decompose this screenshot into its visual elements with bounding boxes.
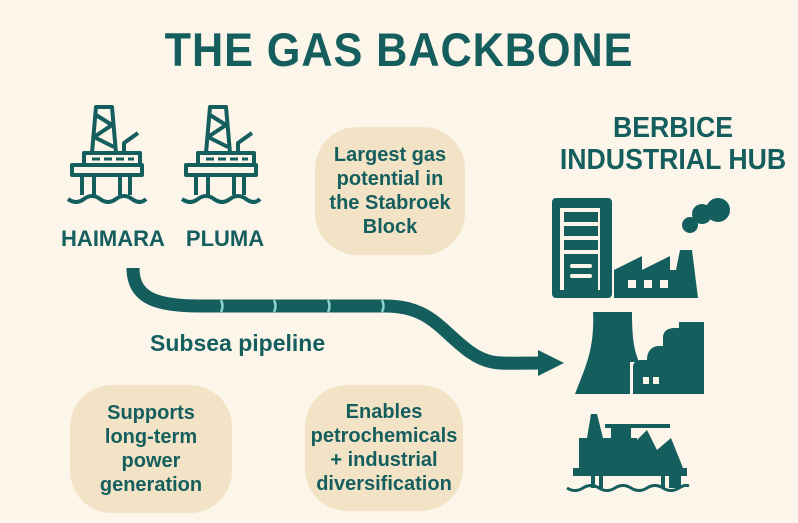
offshore-facility-icon [566, 414, 690, 492]
callout-petrochemicals: Enables petrochemicals + industrial dive… [305, 385, 463, 511]
hub-title: BERBICE INDUSTRIAL HUB [558, 112, 788, 176]
offshore-platform-icon [66, 105, 148, 204]
field-label-pluma: PLUMA [185, 226, 265, 251]
callout-line: Block [362, 216, 418, 238]
pipeline-label: Subsea pipeline [150, 330, 326, 356]
callout-line: + industrial [330, 449, 438, 471]
callout-line: the Stabroek [329, 192, 451, 214]
callout-power-generation: Supports long-term power generation [70, 385, 232, 513]
hub-title-line2: INDUSTRIAL HUB [559, 144, 787, 176]
power-plant-icon [575, 312, 704, 394]
page-title: THE GAS BACKBONE [164, 23, 634, 76]
callout-line: Supports [107, 402, 195, 424]
callout-line: Enables [345, 401, 423, 423]
field-label-haimara: HAIMARA [61, 226, 165, 251]
offshore-platform-icon [180, 105, 262, 204]
factory-icon [552, 198, 730, 298]
callout-line: long-term [104, 426, 198, 448]
callout-line: potential in [336, 168, 444, 190]
hub-title-line1: BERBICE [612, 112, 734, 144]
callout-line: power generation [99, 450, 203, 496]
callout-line: diversification [316, 473, 452, 495]
callout-line: petrochemicals [310, 425, 458, 447]
callout-gas-potential: Largest gas potential in the Stabroek Bl… [315, 127, 465, 255]
callout-line: Largest gas [333, 144, 447, 166]
